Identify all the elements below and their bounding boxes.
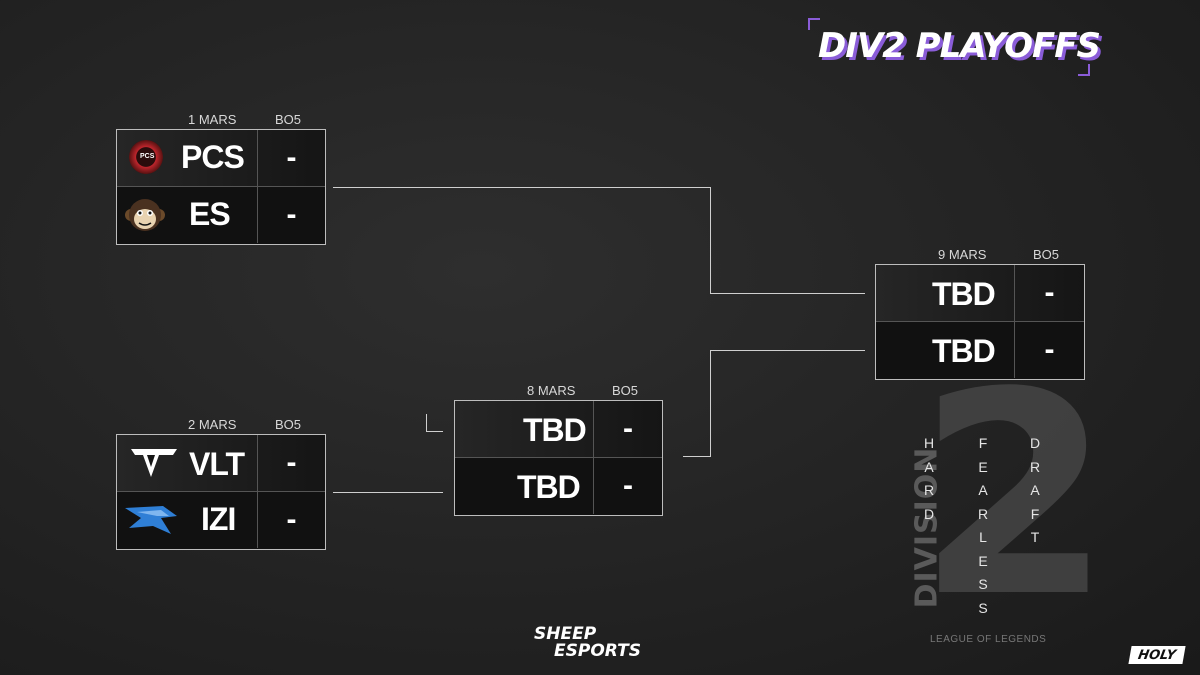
pcs-logo-icon: PCS [129, 140, 163, 174]
team-row[interactable]: ES - [117, 187, 325, 243]
team-score: - [1044, 333, 1055, 366]
team-row[interactable]: TBD - [876, 322, 1084, 378]
match-card-final[interactable]: TBD - TBD - [875, 264, 1085, 380]
team-row[interactable]: TBD - [455, 458, 662, 514]
match-format: BO5 [275, 112, 302, 127]
team-row[interactable]: PCS PCS - [117, 130, 325, 186]
team-row[interactable]: IZI - [117, 492, 325, 548]
monkey-logo-icon [125, 195, 165, 235]
team-name: TBD [932, 333, 996, 369]
connector-lower-in-h [426, 431, 443, 432]
match-card-sf1[interactable]: PCS PCS - ES - [116, 129, 326, 245]
eagle-logo-icon [123, 504, 179, 538]
title-bracket-bottom-right [1078, 64, 1090, 76]
team-score: - [1044, 276, 1055, 309]
match-format: BO5 [275, 417, 302, 432]
page-title: DIV2 PLAYOFFS [818, 26, 1101, 66]
match-date: 8 MARS [527, 383, 576, 398]
connector-sf1-h [333, 187, 711, 188]
team-row[interactable]: TBD - [455, 401, 662, 457]
match-date: 2 MARS [188, 417, 237, 432]
title-bracket-top-left [808, 18, 820, 30]
team-name: VLT [189, 446, 245, 482]
team-name: PCS [181, 139, 245, 175]
connector-lower-h2 [710, 350, 865, 351]
team-name: TBD [932, 276, 996, 312]
team-row[interactable]: VLT - [117, 435, 325, 491]
connector-sf1-v [710, 187, 711, 294]
connector-sf2-h [333, 492, 443, 493]
connector-lower-v [710, 350, 711, 457]
team-score: - [286, 141, 297, 174]
match-format: BO5 [612, 383, 639, 398]
brand-line-2: ESPORTS [554, 641, 641, 661]
brand-line-1: SHEEP [534, 624, 597, 644]
match-date: 9 MARS [938, 247, 987, 262]
sheep-esports-logo: SHEEP ESPORTS [534, 626, 641, 660]
match-format: BO5 [1033, 247, 1060, 262]
team-row[interactable]: TBD - [876, 265, 1084, 321]
match-card-sf2[interactable]: VLT - IZI - [116, 434, 326, 550]
team-score: - [286, 503, 297, 536]
connector-lower-in-v [426, 414, 427, 432]
match-date: 1 MARS [188, 112, 237, 127]
connector-lower-h [683, 456, 711, 457]
team-score: - [623, 469, 633, 502]
team-name: ES [189, 196, 231, 232]
team-score: - [623, 412, 633, 445]
big-number-2: 2 [917, 333, 1112, 659]
team-score: - [286, 198, 297, 231]
connector-sf1-h2 [710, 293, 865, 294]
team-name: TBD [517, 469, 581, 505]
holy-badge: HOLY [1128, 646, 1186, 664]
vlt-logo-icon [129, 445, 179, 481]
team-name: TBD [523, 412, 587, 448]
team-name: IZI [201, 501, 236, 537]
team-score: - [286, 446, 297, 479]
league-label: LEAGUE OF LEGENDS [930, 634, 1047, 645]
match-card-lower[interactable]: TBD - TBD - [454, 400, 663, 516]
